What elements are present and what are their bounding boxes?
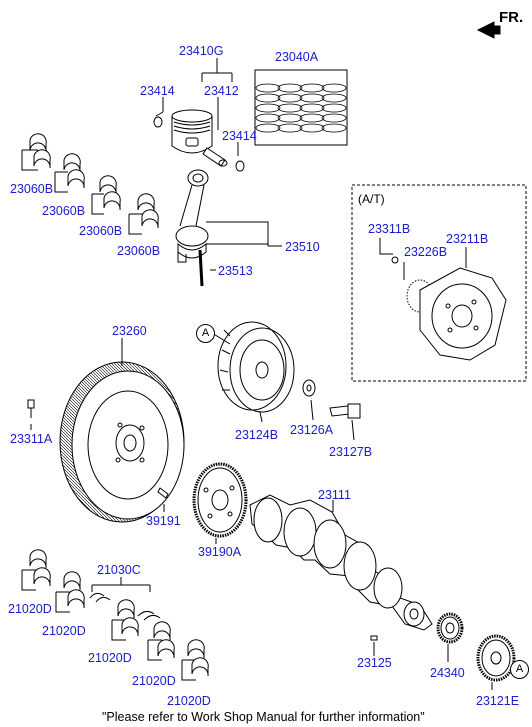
part-label-23412[interactable]: 23412 (204, 84, 239, 98)
part-label-21020D-2[interactable]: 21020D (42, 624, 86, 638)
key-icon (370, 635, 378, 656)
part-label-21020D-1[interactable]: 21020D (8, 602, 52, 616)
part-label-21020D-4[interactable]: 21020D (132, 674, 176, 688)
thrust-washer-icon (89, 577, 161, 621)
part-label-23060B-4[interactable]: 23060B (117, 244, 161, 258)
front-arrow-icon (476, 21, 501, 39)
piston-leader-lines (155, 58, 239, 156)
footer-note: "Please refer to Work Shop Manual for fu… (102, 710, 425, 724)
part-label-23040A[interactable]: 23040A (275, 50, 319, 64)
bolt-icon (329, 403, 361, 441)
part-label-24340[interactable]: 24340 (430, 666, 465, 680)
part-label-23060B-3[interactable]: 23060B (79, 224, 123, 238)
part-label-23125[interactable]: 23125 (357, 656, 392, 670)
washer-icon (302, 379, 316, 421)
piston-pin-icon (202, 147, 228, 167)
flywheel-icon (59, 338, 185, 523)
part-label-21030C[interactable]: 21030C (97, 563, 141, 577)
crank-gear-icon (476, 634, 516, 690)
timing-sprocket-icon (436, 612, 464, 662)
part-label-23414-right[interactable]: 23414 (222, 129, 257, 143)
part-label-39190A[interactable]: 39190A (198, 545, 242, 559)
ref-a-leader (211, 332, 231, 345)
pin-icon (157, 487, 169, 512)
part-label-23211B[interactable]: 23211B (446, 232, 489, 246)
rod-leader-lines (206, 221, 282, 271)
bearing-shell-icon (21, 133, 159, 235)
crankshaft-icon (249, 494, 433, 631)
connecting-rod-icon (175, 169, 209, 287)
part-label-23410G[interactable]: 23410G (179, 44, 224, 58)
drive-plate-icon (379, 238, 507, 361)
main-bearing-icon (21, 549, 209, 681)
part-label-21020D-5[interactable]: 21020D (167, 694, 211, 708)
part-label-23311A[interactable]: 23311A (10, 432, 53, 446)
part-label-23513[interactable]: 23513 (218, 264, 253, 278)
part-label-23226B[interactable]: 23226B (404, 245, 448, 259)
part-label-23121E[interactable]: 23121E (476, 694, 520, 708)
at-section-title: (A/T) (358, 192, 385, 206)
flywheel-bolt-icon (27, 399, 35, 430)
at-section-box (351, 184, 527, 382)
snap-ring-icon (153, 116, 245, 172)
piston-icon (171, 109, 213, 154)
part-label-23060B-1[interactable]: 23060B (10, 182, 54, 196)
part-label-21020D-3[interactable]: 21020D (88, 651, 132, 665)
part-label-23414-left[interactable]: 23414 (140, 84, 175, 98)
ring-set-box (254, 69, 348, 146)
part-label-23126A[interactable]: 23126A (290, 423, 334, 437)
part-label-23127B[interactable]: 23127B (329, 445, 373, 459)
front-direction-label: FR. (499, 9, 524, 26)
part-label-23311B[interactable]: 23311B (368, 222, 411, 236)
reference-circle-a-gear: A (510, 660, 529, 679)
part-label-23510[interactable]: 23510 (285, 240, 320, 254)
damper-pulley-icon (217, 321, 295, 423)
part-label-39191[interactable]: 39191 (146, 514, 181, 528)
sensor-wheel-icon (192, 462, 248, 544)
part-label-23260[interactable]: 23260 (112, 324, 147, 338)
part-label-23111[interactable]: 23111 (318, 488, 351, 502)
reference-circle-a: A (196, 324, 215, 343)
part-label-23124B[interactable]: 23124B (235, 428, 279, 442)
part-label-23060B-2[interactable]: 23060B (42, 204, 86, 218)
